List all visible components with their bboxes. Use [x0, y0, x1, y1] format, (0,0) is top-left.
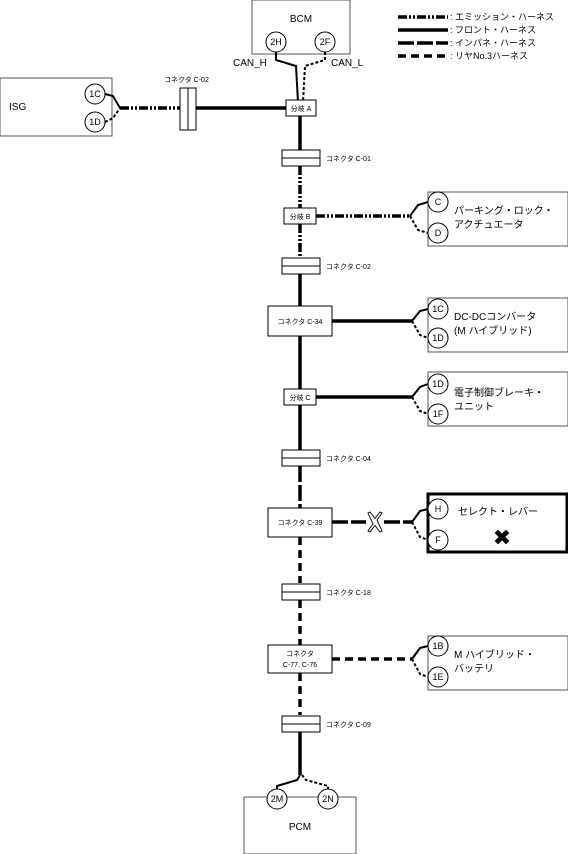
- bcm-pin-2f-label: 2F: [320, 37, 331, 47]
- connector-c01: コネクタ C-01: [281, 149, 371, 167]
- junction-b-label: 分岐 B: [290, 212, 311, 221]
- junction-c: 分岐 C: [283, 388, 317, 406]
- pcm-pin-2n: [317, 788, 339, 810]
- select-pin-h: [427, 498, 449, 520]
- battery-pin-1b: [427, 635, 449, 657]
- select-pin-f: [427, 529, 449, 551]
- connector-c04-label: コネクタ C-04: [326, 454, 371, 463]
- bcm-module: BCM 2H 2F CAN_H CAN_L: [233, 0, 364, 69]
- isg-label: ISG: [9, 102, 26, 113]
- junction-a-label: 分岐 A: [291, 104, 312, 113]
- battery-label-line2: バッテリ: [454, 663, 494, 675]
- junction-a: 分岐 A: [285, 99, 317, 117]
- battery-pin-1e: [427, 666, 449, 688]
- junction-c77-c76: コネクタ C-77, C-76: [267, 644, 333, 674]
- legend-inpane-label: : インパネ・ハーネス: [450, 38, 536, 48]
- select-label: セレクト・レバー: [458, 506, 538, 518]
- brake-pin-1d: [427, 373, 449, 395]
- dcdc-pin-1d-label: 1D: [432, 333, 444, 343]
- brake-unit-module: 1D 1F 電子制御ブレーキ・ ユニット: [427, 371, 568, 427]
- fault-x-icon: ✖: [493, 526, 511, 551]
- brake-label-line2: ユニット: [454, 402, 494, 413]
- legend-rear-label: : リヤNo.3ハーネス: [450, 51, 528, 61]
- brake-pin-1f-label: 1F: [433, 409, 444, 419]
- legend-front-label: : フロント・ハーネス: [450, 25, 536, 35]
- junction-c39-label: コネクタ C-39: [278, 518, 323, 527]
- battery-label-line1: M ハイブリッド・: [454, 648, 535, 661]
- connector-c01-label: コネクタ C-01: [326, 154, 371, 163]
- connector-c02-label: コネクタ C-02: [326, 262, 371, 271]
- select-pin-h-label: H: [435, 504, 442, 514]
- parking-pin-d: [427, 222, 449, 244]
- can-l-label: CAN_L: [331, 58, 364, 69]
- brake-pin-1f: [427, 403, 449, 425]
- can-h-label: CAN_H: [233, 58, 267, 69]
- legend-emission-label: : エミッション・ハーネス: [450, 12, 554, 22]
- connector-c04: コネクタ C-04: [281, 449, 371, 467]
- junction-c77-label-line2: C-77, C-76: [283, 662, 317, 669]
- isg-module: ISG 1C 1D: [0, 77, 113, 137]
- connector-c02-isg-label: コネクタ C-02: [164, 75, 209, 84]
- pcm-pin-2n-label: 2N: [322, 794, 334, 804]
- connector-c18-label: コネクタ C-18: [326, 588, 371, 597]
- connector-c09-label: コネクタ C-09: [326, 720, 371, 729]
- junction-c39: コネクタ C-39: [267, 507, 333, 538]
- dcdc-pin-1d: [427, 327, 449, 349]
- brake-label-line1: 電子制御ブレーキ・: [454, 386, 544, 399]
- isg-pin-1c-label: 1C: [89, 89, 101, 99]
- dcdc-converter-module: 1C 1D DC-DCコンバータ (M ハイブリッド): [427, 297, 568, 353]
- battery-pin-1e-label: 1E: [432, 672, 443, 682]
- hybrid-battery-module: 1B 1E M ハイブリッド・ バッテリ: [427, 635, 568, 691]
- parking-pin-c-label: C: [435, 197, 442, 207]
- parking-lock-actuator-module: C D パーキング・ロック・ アクチュエータ: [427, 191, 568, 247]
- connector-c02: コネクタ C-02: [281, 257, 371, 275]
- parking-pin-d-label: D: [435, 228, 442, 238]
- select-pin-f-label: F: [435, 535, 441, 545]
- select-lever-module: H F セレクト・レバー ✖: [426, 492, 568, 554]
- dcdc-label-line2: (M ハイブリッド): [454, 324, 532, 337]
- junction-c-label: 分岐 C: [290, 393, 311, 402]
- battery-pin-1b-label: 1B: [432, 641, 443, 651]
- dcdc-pin-1c: [427, 298, 449, 320]
- pcm-pin-2m-label: 2M: [271, 794, 284, 804]
- dcdc-label-line1: DC-DCコンバータ: [454, 311, 536, 323]
- brake-pin-1d-label: 1D: [432, 379, 444, 389]
- pcm-module: 2M 2N PCM: [243, 788, 357, 854]
- junction-c34: コネクタ C-34: [267, 305, 333, 337]
- open-circuit-mark: [367, 511, 383, 533]
- connector-c09: コネクタ C-09: [281, 715, 371, 733]
- legend: : エミッション・ハーネス : フロント・ハーネス : インパネ・ハーネス : …: [398, 12, 554, 61]
- parking-label-line1: パーキング・ロック・: [454, 204, 554, 217]
- parking-pin-c: [427, 191, 449, 213]
- isg-pin-1d-label: 1D: [89, 117, 101, 127]
- bcm-pin-2h-label: 2H: [270, 37, 282, 47]
- junction-b: 分岐 B: [283, 207, 317, 225]
- pcm-pin-2m: [266, 788, 288, 810]
- connector-c18: コネクタ C-18: [281, 583, 371, 601]
- bcm-label: BCM: [290, 14, 312, 25]
- parking-label-line2: アクチュエータ: [454, 219, 524, 231]
- junction-c77-label-line1: コネクタ: [286, 649, 314, 658]
- connector-c02-isg: コネクタ C-02: [164, 75, 209, 131]
- pcm-label: PCM: [289, 822, 311, 833]
- dcdc-pin-1c-label: 1C: [432, 304, 444, 314]
- junction-c34-label: コネクタ C-34: [278, 317, 323, 326]
